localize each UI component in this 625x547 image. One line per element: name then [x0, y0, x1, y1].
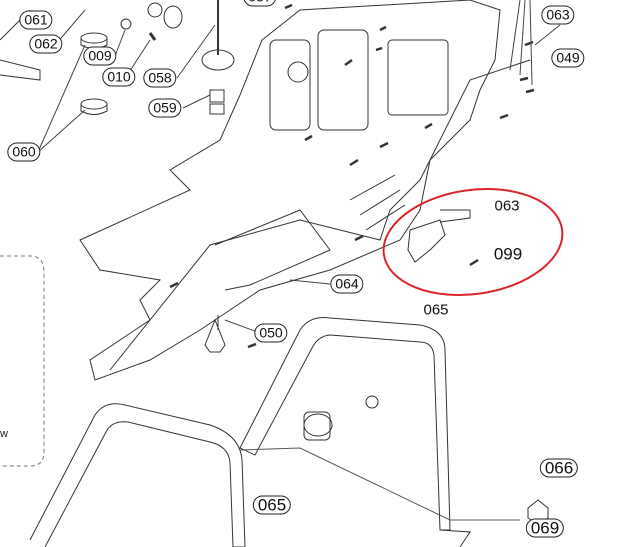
highlight-circle [382, 188, 564, 296]
part-label: 065 [252, 495, 292, 515]
part-label: 063 [494, 197, 520, 215]
part-label: 058 [143, 68, 177, 88]
inset-box [0, 255, 45, 467]
part-label: 066 [539, 458, 579, 478]
part-label: 064 [330, 274, 364, 294]
part-label: 061 [19, 10, 53, 30]
part-label: 060 [7, 142, 41, 162]
part-label: 059 [148, 98, 182, 118]
part-label: 063 [541, 5, 575, 25]
part-label: 099 [493, 244, 523, 264]
main-frame [79, 0, 501, 381]
part-label: 049 [551, 48, 585, 68]
inset-note-fragment: w [0, 428, 8, 440]
part-label: 010 [102, 67, 136, 87]
skid-front [29, 403, 246, 547]
part-label: 009 [83, 46, 117, 66]
part-label: 065 [423, 301, 449, 319]
part-label: 062 [29, 34, 63, 54]
part-label: 069 [525, 518, 565, 538]
part-label: 050 [254, 323, 288, 343]
